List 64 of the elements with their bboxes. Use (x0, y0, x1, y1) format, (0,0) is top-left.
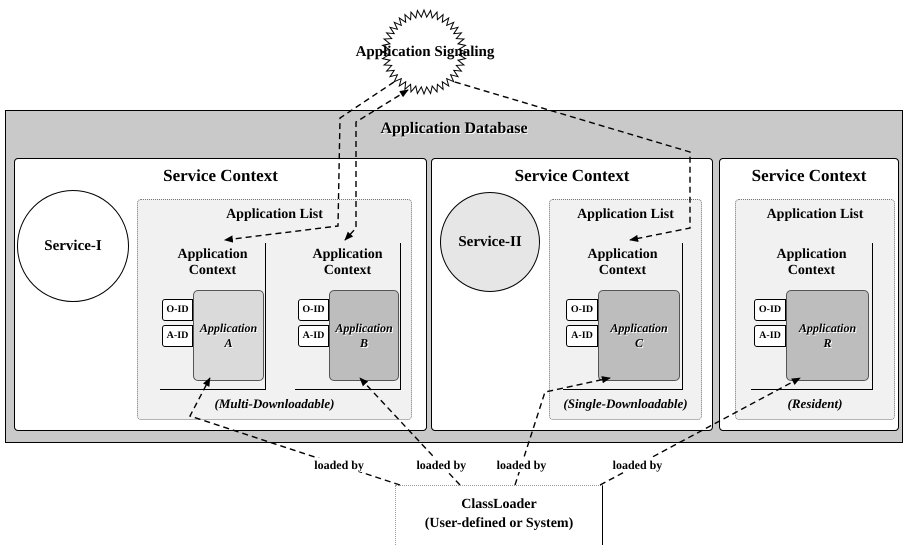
id-tab (566, 325, 598, 347)
node-label: Application C (608, 320, 669, 350)
node-label: (Resident) (788, 396, 842, 411)
dashed-arrow (514, 376, 611, 486)
node-label: O-ID (166, 304, 189, 316)
loader-box (395, 485, 603, 545)
id-tab (162, 299, 193, 321)
node-label: Application Context (775, 247, 848, 279)
id-tab (566, 299, 598, 321)
context-frame (295, 243, 401, 390)
node-label: O-ID (758, 304, 782, 316)
dashed-arrow (454, 81, 691, 242)
node-label: A-ID (571, 330, 593, 342)
node-label: Service Context (163, 166, 278, 186)
node-label: Service-I (44, 237, 102, 255)
context-frame (160, 243, 266, 390)
node-label: (Multi-Downloadable) (214, 396, 334, 411)
context-frame (751, 243, 873, 390)
application-tile (193, 290, 264, 381)
context-frame (563, 243, 683, 390)
id-tab (162, 325, 193, 347)
application-tile (329, 290, 399, 381)
id-tab (754, 299, 786, 321)
node-label: Service Context (514, 166, 630, 186)
node-label: Application Context (176, 247, 248, 279)
edge-label: loaded by (610, 458, 664, 472)
list-panel (137, 199, 412, 420)
node-label: Application R (797, 320, 858, 350)
context-panel (719, 158, 899, 431)
node-label: Service Context (752, 166, 866, 186)
node-label: A-ID (166, 330, 188, 342)
context-panel (431, 158, 713, 431)
node-label: Application B (334, 320, 394, 350)
edge-label: loaded by (414, 458, 468, 472)
id-tab (298, 299, 329, 321)
application-tile (598, 290, 680, 381)
context-panel (14, 158, 427, 431)
list-panel (549, 199, 702, 420)
node-label: Application List (226, 207, 323, 223)
node-label: Application Context (311, 247, 384, 279)
node-label: A-ID (759, 330, 781, 342)
edge-label: loaded by (312, 458, 366, 472)
node-label: ClassLoader (461, 496, 537, 514)
node-label: A-ID (302, 330, 324, 342)
node-label: Service-II (458, 233, 522, 251)
node-label: Application List (766, 207, 864, 223)
node-label: Application A (198, 320, 258, 350)
dashed-arrow (224, 81, 394, 243)
dashed-arrow (359, 377, 461, 486)
node-label: (Single-Downloadable) (563, 396, 688, 411)
edge-label: loaded by (494, 458, 548, 472)
list-panel (735, 199, 895, 420)
node-label: (User-defined or System) (424, 515, 574, 533)
node-label: O-ID (302, 304, 325, 316)
node-label: Application Context (586, 247, 658, 279)
application-tile (786, 290, 869, 381)
node-label: Application List (577, 207, 674, 223)
id-tab (298, 325, 329, 347)
node-label: Application Database (380, 120, 528, 138)
database-panel (5, 110, 903, 443)
node-label: O-ID (570, 304, 594, 316)
dashed-arrow (600, 377, 801, 486)
id-tab (754, 325, 786, 347)
dashed-arrow (344, 89, 409, 241)
